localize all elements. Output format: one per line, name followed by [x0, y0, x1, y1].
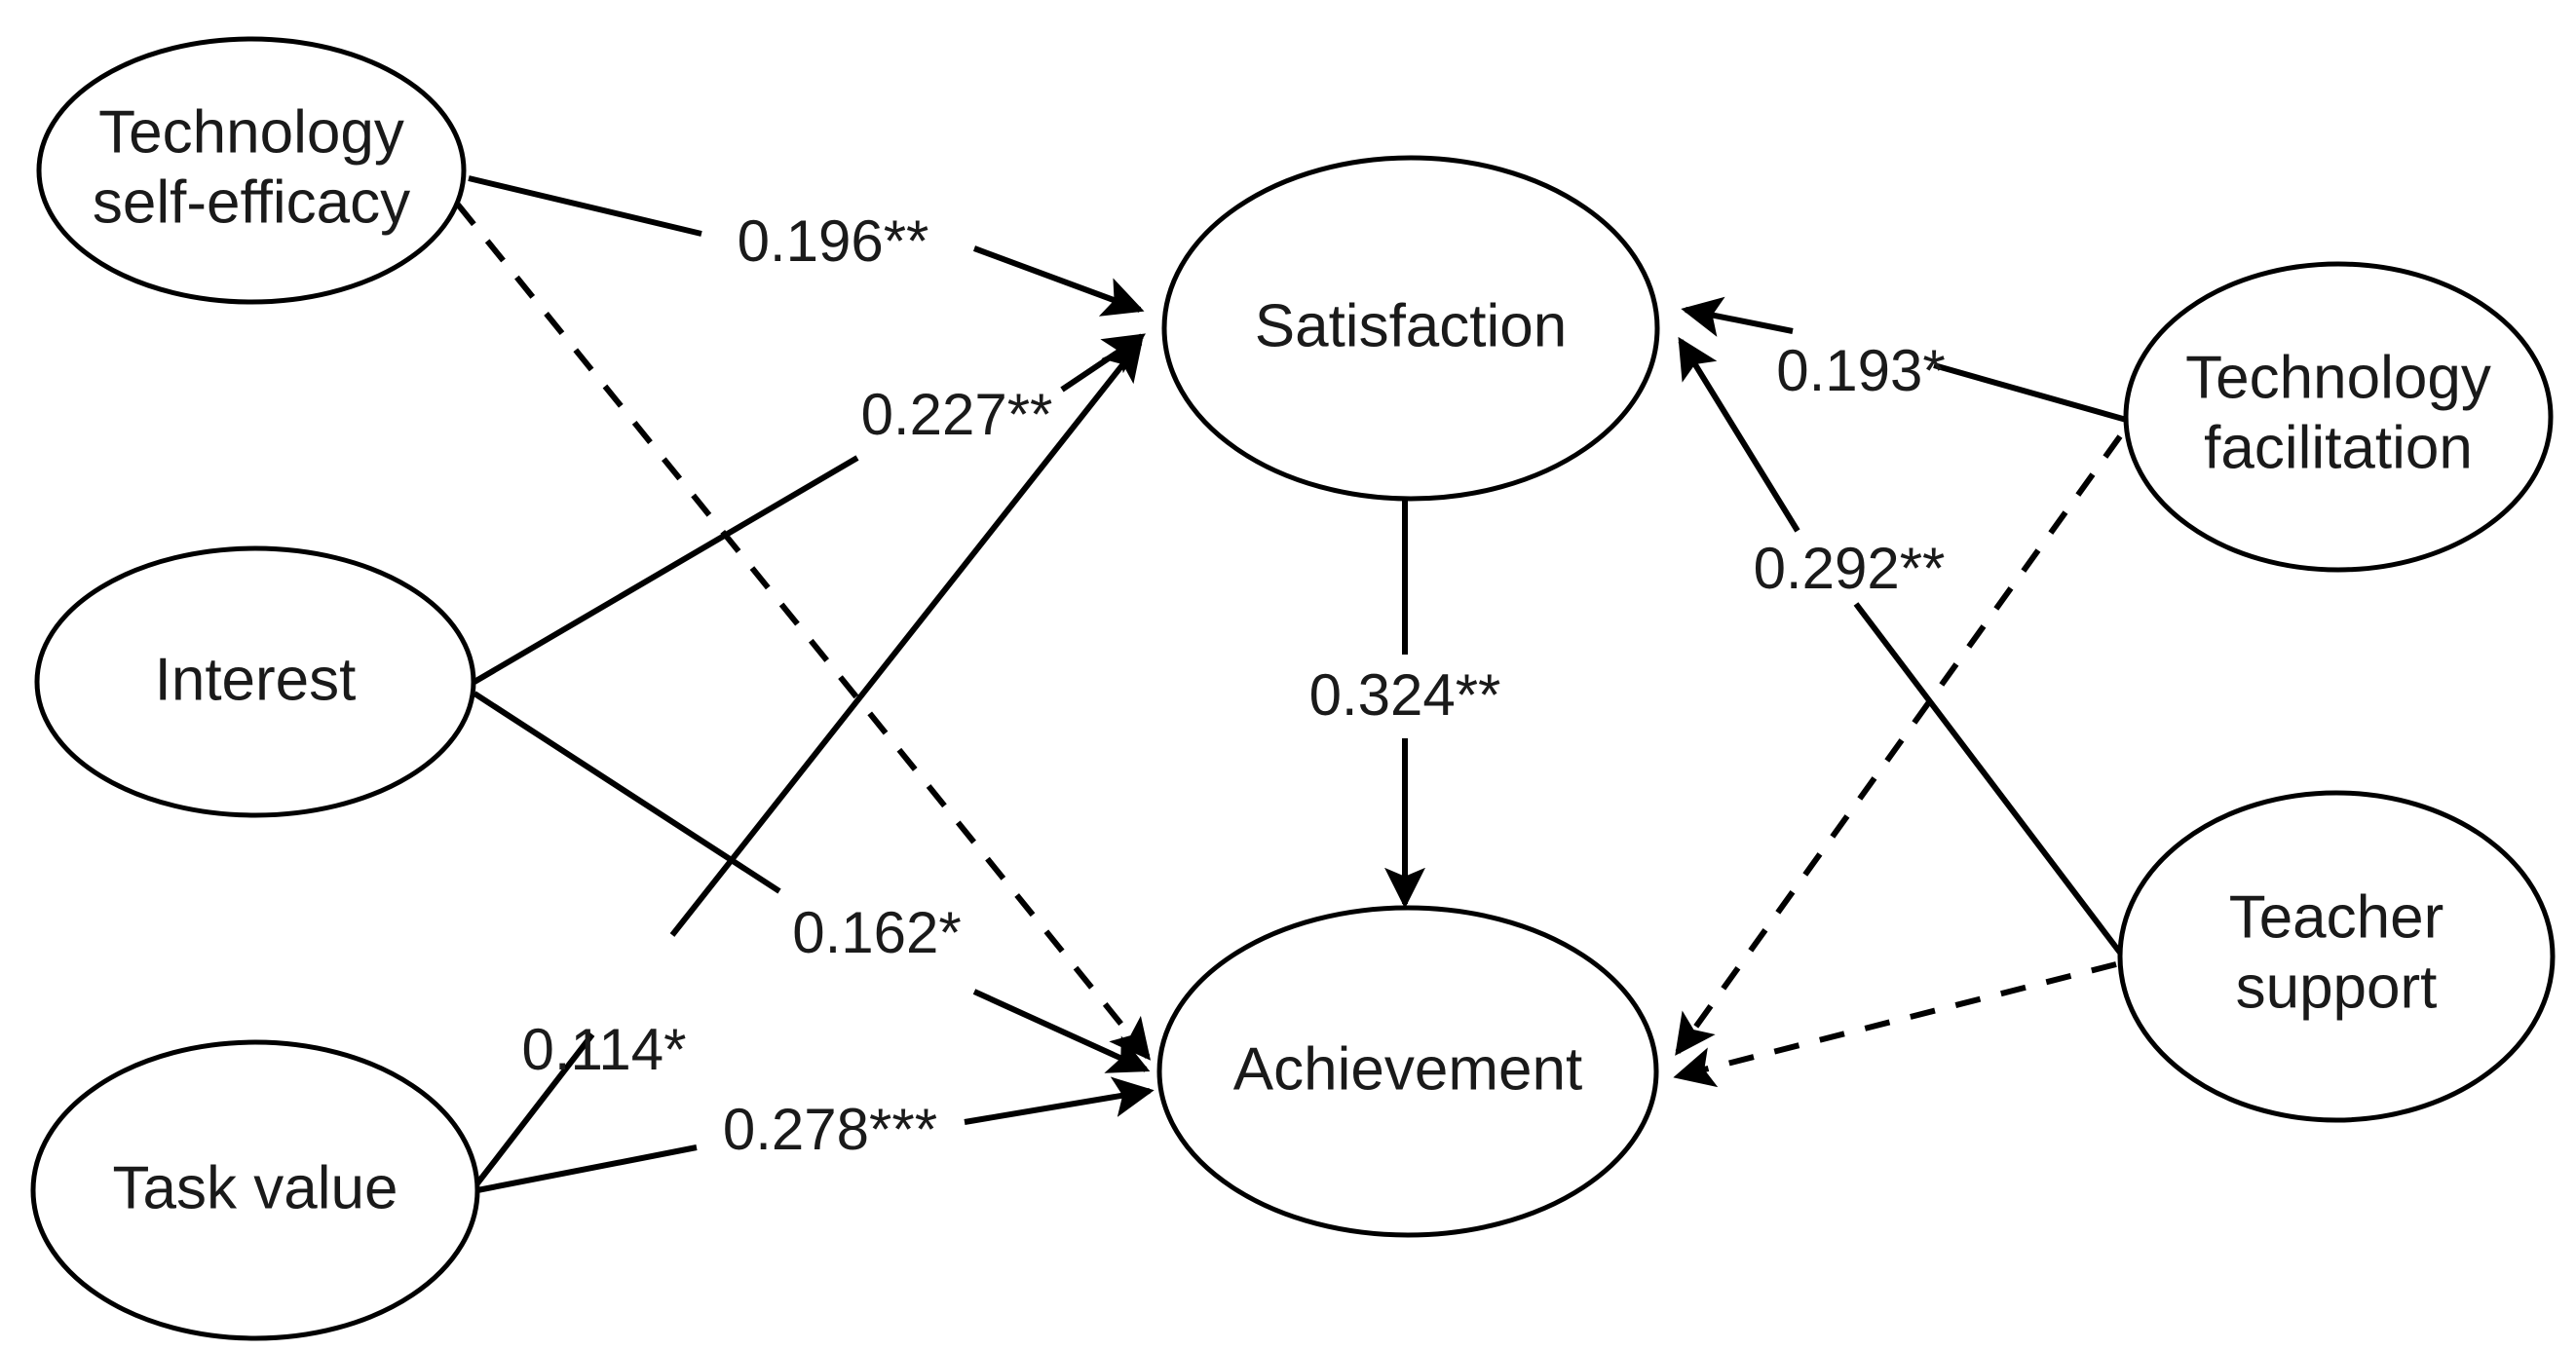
node-teacher-support[interactable]: Teacher support — [2117, 790, 2556, 1123]
edge-tse-to-satisfaction-segment-a — [468, 175, 702, 237]
edge-interest-to-achievement-segment-b — [972, 989, 1151, 1073]
node-achievement[interactable]: Achievement — [1156, 905, 1659, 1238]
edge-teachersupport-to-satisfaction: 0.292** — [1678, 336, 2123, 955]
edge-teachersupport-to-achievement-line — [1673, 961, 2117, 1088]
edge-interest-to-satisfaction: 0.227** — [473, 333, 1146, 685]
edge-taskvalue-to-satisfaction-segment-b — [669, 339, 1143, 937]
edge-tse-to-satisfaction-segment-b — [972, 245, 1145, 317]
edge-techfacil-to-satisfaction-segment-b — [1681, 296, 1794, 337]
edge-label-interest-satisfaction: 0.227** — [861, 382, 1053, 447]
edge-tse-to-achievement — [455, 203, 1152, 1061]
edge-taskvalue-to-achievement-segment-b — [964, 1076, 1155, 1125]
node-technology-self-efficacy[interactable]: Technology self-efficacy — [36, 36, 467, 305]
edge-satisfaction-to-achievement: 0.324** — [1309, 499, 1501, 909]
edge-taskvalue-to-satisfaction: 0.114* — [474, 339, 1143, 1185]
node-achievement-ellipse[interactable] — [1156, 905, 1659, 1238]
edge-techfacil-to-satisfaction: 0.193* — [1681, 296, 2131, 424]
node-satisfaction-label: Satisfaction — [1255, 292, 1568, 359]
node-teacher-support-label-line1: Teacher — [2229, 883, 2444, 951]
node-task-value[interactable]: Task value — [30, 1039, 480, 1341]
edge-interest-to-satisfaction-segment-a — [473, 455, 859, 685]
edge-teachersupport-to-achievement — [1673, 961, 2117, 1088]
node-technology-facilitation-ellipse[interactable] — [2123, 261, 2554, 573]
node-technology-self-efficacy-label-line1: Technology — [98, 98, 404, 166]
node-task-value-label: Task value — [113, 1154, 398, 1221]
node-interest-ellipse[interactable] — [34, 545, 476, 818]
edge-interest-to-achievement: 0.162* — [473, 691, 1151, 1073]
node-teacher-support-label-line2: support — [2236, 954, 2438, 1021]
node-interest-label: Interest — [155, 646, 357, 713]
node-satisfaction-ellipse[interactable] — [1161, 155, 1660, 502]
edge-label-tse-satisfaction: 0.196** — [738, 208, 929, 274]
edge-taskvalue-to-achievement-segment-a — [476, 1144, 698, 1193]
edge-taskvalue-to-achievement: 0.278*** — [476, 1076, 1155, 1193]
edge-tse-to-achievement-line — [455, 203, 1152, 1061]
node-technology-self-efficacy-label-line2: self-efficacy — [93, 169, 410, 236]
edge-taskvalue-to-satisfaction-segment-a — [474, 1032, 595, 1185]
node-interest[interactable]: Interest — [34, 545, 476, 818]
edge-teachersupport-to-satisfaction-segment-a — [1853, 602, 2123, 955]
node-technology-facilitation[interactable]: Technology facilitation — [2123, 261, 2554, 573]
edge-techfacil-to-achievement-line — [1675, 434, 2123, 1056]
node-technology-facilitation-label-line1: Technology — [2185, 344, 2491, 411]
edge-label-taskvalue-achievement: 0.278*** — [723, 1097, 937, 1162]
edge-label-techfacil-satisfaction: 0.193* — [1776, 338, 1946, 403]
edge-label-satisfaction-achievement: 0.324** — [1309, 662, 1501, 728]
edge-label-taskvalue-satisfaction: 0.114* — [521, 1017, 686, 1082]
node-achievement-label: Achievement — [1233, 1035, 1582, 1103]
edge-interest-to-satisfaction-segment-b — [1060, 333, 1146, 393]
edge-label-teachersupport-satisfaction: 0.292** — [1754, 536, 1946, 601]
edge-teachersupport-to-satisfaction-segment-b — [1678, 336, 1800, 533]
node-technology-facilitation-label-line2: facilitation — [2204, 414, 2473, 481]
edge-label-interest-achievement: 0.162* — [792, 900, 962, 965]
edge-tse-to-satisfaction: 0.196** — [468, 175, 1145, 317]
edge-techfacil-to-satisfaction-segment-a — [1933, 362, 2131, 424]
node-satisfaction[interactable]: Satisfaction — [1161, 155, 1660, 502]
edge-interest-to-achievement-segment-a — [473, 691, 781, 894]
node-technology-self-efficacy-ellipse[interactable] — [36, 36, 467, 305]
edge-techfacil-to-achievement — [1675, 434, 2123, 1056]
node-task-value-ellipse[interactable] — [30, 1039, 480, 1341]
node-teacher-support-ellipse[interactable] — [2117, 790, 2556, 1123]
